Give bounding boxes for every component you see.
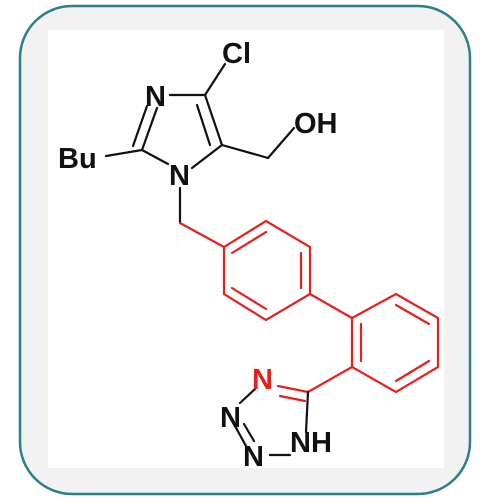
atom-label-n1: N <box>169 160 190 192</box>
atom-label-oh: OH <box>294 108 338 140</box>
bond-c4-c5 <box>203 93 224 147</box>
bond-n1-c2 <box>140 148 170 166</box>
atom-label-tetrazole-nh: NH <box>290 427 332 459</box>
ring2-double-1 <box>394 303 431 326</box>
atom-label-cl: Cl <box>222 38 251 70</box>
bond-c-n-top <box>276 384 310 394</box>
bond-c5-n1 <box>190 143 224 170</box>
tetrazole-ring <box>233 387 310 457</box>
bond-n4-n3 <box>238 387 257 405</box>
atom-label-tetrazole-n3: N <box>220 402 241 434</box>
bond-ph-tetrazole <box>306 365 354 394</box>
ring1-double-3 <box>230 286 268 311</box>
bond-n1-c5 <box>304 390 310 434</box>
bond-c4-cl <box>203 62 227 97</box>
atom-label-n3: N <box>145 81 166 113</box>
bond-c5-ch2 <box>220 143 270 160</box>
bond-ch2-ph <box>178 221 226 249</box>
substituent-bonds <box>104 62 296 225</box>
bond-biaryl <box>308 292 354 320</box>
ring2-double-2 <box>394 359 431 383</box>
ring1-double-1 <box>230 230 268 255</box>
bond-ch2-oh <box>266 126 296 160</box>
bond-c2-bu <box>104 148 144 158</box>
bond-c4-c5-inner <box>195 103 212 147</box>
biphenyl-tetrazole <box>178 219 440 403</box>
imidazole-ring <box>131 93 224 170</box>
bond-n3-n2 <box>233 424 248 448</box>
atom-label-tetrazole-n4: N <box>252 364 273 396</box>
bond-c2-n3-inner <box>131 104 149 148</box>
atom-label-bu: Bu <box>58 143 97 175</box>
panel-inner <box>48 30 444 468</box>
bond-n3-n2-inner <box>242 422 256 443</box>
bond-c2-n3 <box>140 106 159 152</box>
atom-label-tetrazole-n2: N <box>243 441 264 473</box>
bond-c-n-top-inner <box>278 394 307 403</box>
